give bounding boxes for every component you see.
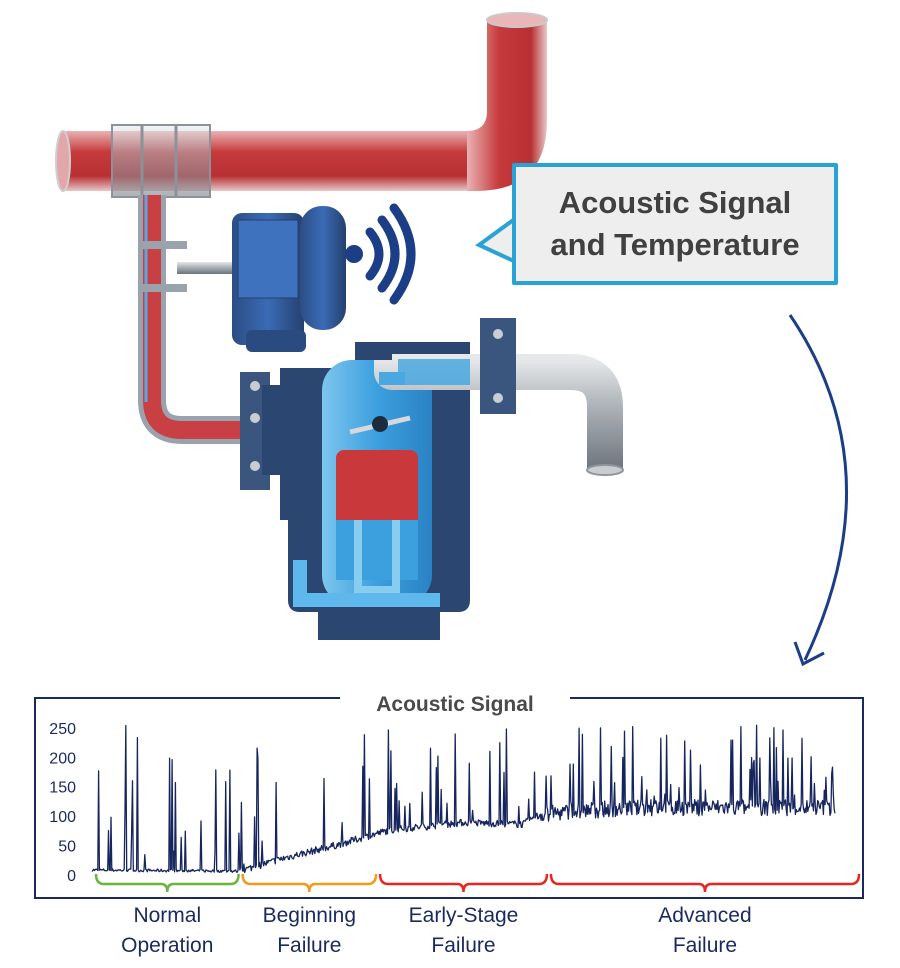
phase-bracket — [549, 873, 861, 893]
callout-line-2: and Temperature — [550, 227, 800, 262]
curved-arrow-icon — [788, 314, 849, 667]
outlet-pipe — [374, 318, 624, 476]
y-tick-label: 100 — [49, 809, 76, 826]
y-tick-label: 150 — [49, 780, 76, 797]
phase-label-line-1: Beginning — [262, 904, 357, 927]
main-steam-pipe — [55, 12, 548, 198]
acoustic-signal-trace — [91, 724, 836, 874]
y-axis-ticks: 250 200 150 100 50 0 — [49, 721, 76, 885]
phase-bracket — [94, 873, 240, 893]
y-tick-label: 250 — [49, 721, 76, 738]
phase-bracket — [241, 873, 378, 893]
phase-label-line-2: Failure — [277, 934, 342, 957]
y-tick-label: 200 — [49, 750, 76, 767]
phase-label-line-1: Normal — [133, 904, 202, 927]
y-tick-label: 50 — [58, 839, 76, 856]
chart-title: Acoustic Signal — [340, 691, 570, 719]
phase-label-line-1: Early-Stage — [408, 904, 519, 927]
phase-label-line-1: Advanced — [658, 904, 752, 927]
steam-trap-body — [240, 342, 470, 640]
callout-box: Acoustic Signal and Temperature — [512, 163, 838, 285]
phase-brackets — [94, 873, 861, 893]
callout-line-1: Acoustic Signal — [558, 185, 792, 220]
signal-series-line — [91, 724, 836, 874]
phase-bracket — [378, 873, 549, 893]
y-tick-label: 0 — [67, 868, 76, 885]
phase-label-line-2: Failure — [431, 934, 496, 957]
wireless-transmitter — [232, 206, 346, 352]
wireless-signal-icon — [345, 203, 416, 305]
chart-frame — [34, 697, 864, 899]
phase-label-line-2: Operation — [121, 934, 214, 957]
phase-label-line-2: Failure — [672, 934, 738, 957]
